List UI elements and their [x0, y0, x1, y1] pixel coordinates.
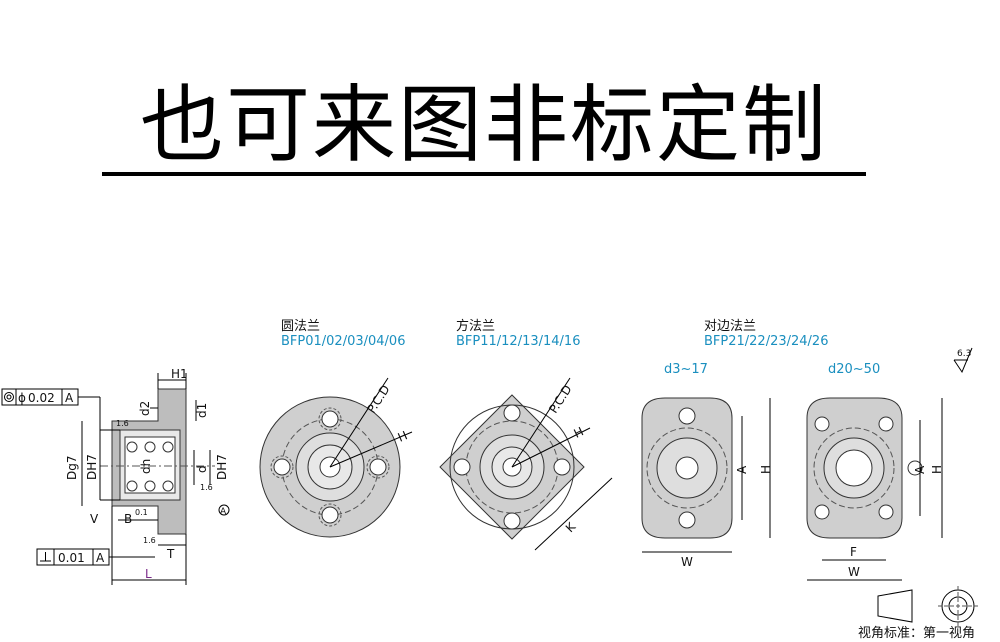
banner-title: 也可来图非标定制 — [139, 76, 828, 174]
label-h1: H1 — [171, 367, 188, 381]
square-flange-models: BFP11/12/13/14/16 — [456, 334, 580, 349]
tolerance-01: 0.1 — [135, 508, 148, 517]
roughness-2: 1.6 — [200, 483, 213, 492]
roughness-1: 1.6 — [116, 419, 129, 428]
round-h-label: H — [396, 428, 410, 444]
cut-flange-views: 对边法兰 BFP21/22/23/24/26 d3~17 A H W d20~5… — [641, 319, 944, 581]
large-range: d20~50 — [828, 362, 880, 377]
large-f-label: F — [850, 545, 857, 559]
label-l: L — [145, 567, 152, 581]
round-pcd-label: P.C.D — [364, 382, 392, 415]
small-range: d3~17 — [664, 362, 708, 377]
square-flange-view: 方法兰 BFP11/12/13/14/16 P.C.D H K — [439, 318, 613, 551]
banner: 也可来图非标定制 — [102, 78, 866, 178]
large-h-label: H — [930, 465, 944, 474]
roughness-value: 6.3 — [957, 349, 971, 359]
round-flange-view: 圆法兰 BFP01/02/03/04/06 P.C.D H — [259, 319, 413, 538]
datum-a-marker: A — [220, 507, 227, 517]
small-w-label: W — [681, 555, 693, 569]
label-d: d — [195, 465, 209, 473]
label-d2: d2 — [138, 401, 152, 416]
perpendicularity-datum: A — [96, 551, 105, 565]
round-flange-models: BFP01/02/03/04/06 — [281, 334, 405, 349]
bearing-balls — [126, 441, 174, 492]
roughness-symbol: 6.3 — [953, 347, 973, 374]
small-h-label: H — [759, 465, 773, 474]
banner-underline — [102, 172, 866, 176]
label-b: B — [124, 512, 132, 526]
label-dh7-left: DH7 — [85, 454, 99, 480]
label-d1: d1 — [195, 403, 209, 418]
label-dg7: Dg7 — [65, 456, 79, 481]
square-pcd-label: P.C.D — [546, 382, 574, 415]
concentricity-frame: ϕ 0.02 A — [1, 388, 101, 430]
round-flange-title: 圆法兰 — [281, 319, 320, 334]
projection-symbol — [877, 586, 978, 626]
perpendicularity-frame: 0.01 A — [36, 548, 155, 566]
label-dh: dh — [139, 459, 153, 474]
side-section-view: ϕ 0.02 A 0.01 A — [1, 367, 230, 585]
label-t: T — [166, 547, 175, 561]
cut-flange-title: 对边法兰 — [704, 319, 756, 334]
svg-text:ϕ: ϕ — [18, 391, 26, 405]
label-v: V — [90, 512, 99, 526]
concentricity-value: 0.02 — [28, 391, 55, 405]
perpendicularity-value: 0.01 — [58, 551, 85, 565]
large-w-label: W — [848, 565, 860, 579]
label-dh7-right: DH7 — [215, 454, 229, 480]
square-flange-title: 方法兰 — [456, 318, 495, 334]
roughness-3: 1.6 — [143, 536, 156, 545]
small-a-label: A — [735, 465, 749, 474]
concentricity-datum: A — [65, 391, 74, 405]
cut-flange-models: BFP21/22/23/24/26 — [704, 334, 828, 349]
large-a-label: A — [913, 465, 927, 474]
projection-note: 视角标准：第一视角 — [858, 626, 975, 641]
square-h-label: H — [572, 424, 586, 441]
